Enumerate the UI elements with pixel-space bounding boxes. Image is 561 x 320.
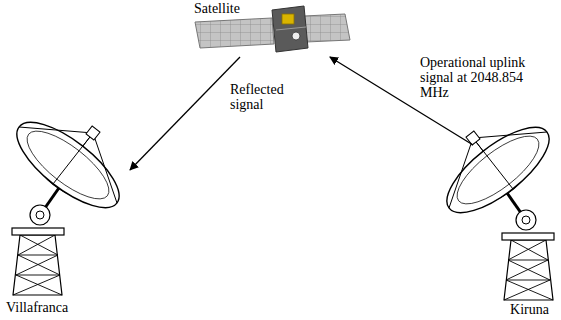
villafranca-antenna bbox=[4, 108, 131, 295]
ground-station: Kiruna bbox=[440, 145, 561, 320]
kiruna-antenna bbox=[434, 113, 561, 300]
signal-arrow bbox=[130, 57, 240, 170]
signal-label: Reflected signal bbox=[228, 82, 294, 112]
art-polygon bbox=[195, 18, 274, 48]
station-label: Satellite bbox=[194, 1, 240, 17]
art-circle bbox=[292, 32, 300, 40]
ground-station: Villafranca bbox=[0, 115, 130, 320]
art-rect bbox=[282, 14, 294, 24]
art-polygon bbox=[272, 6, 308, 52]
signal-label: Operational uplink signal at 2048.854 MH… bbox=[418, 55, 537, 100]
satellite-node: Satellite bbox=[190, 0, 355, 57]
station-label: Kiruna bbox=[510, 302, 549, 318]
art-polygon bbox=[304, 14, 350, 42]
art-path bbox=[276, 27, 306, 30]
station-label: Villafranca bbox=[6, 300, 68, 316]
